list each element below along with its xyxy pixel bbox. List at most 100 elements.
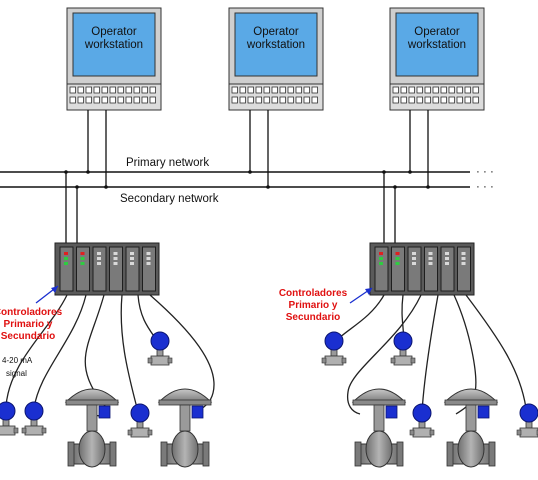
controller-led xyxy=(97,262,101,265)
transmitter-flange xyxy=(341,357,347,364)
controller-led xyxy=(412,262,416,265)
valve-yoke xyxy=(465,404,477,432)
pressure-transmitter xyxy=(21,401,47,436)
keyboard-key xyxy=(125,86,132,94)
keyboard-key xyxy=(448,96,455,104)
controller-card xyxy=(374,246,389,292)
controller-led xyxy=(97,252,101,255)
transmitter-body xyxy=(24,425,44,436)
transmitter-head xyxy=(24,401,44,421)
controller-led xyxy=(461,257,466,260)
keyboard-key xyxy=(448,86,455,94)
signal-label-line2: signal xyxy=(6,369,27,378)
valve-positioner xyxy=(385,405,398,419)
keyboard-key xyxy=(408,96,415,104)
keyboard-key xyxy=(69,86,76,94)
controller-led xyxy=(113,257,118,260)
transmitter-head xyxy=(519,403,538,423)
controller-led xyxy=(146,262,151,265)
keyboard-key xyxy=(85,96,92,104)
transmitter-head xyxy=(150,331,170,351)
keyboard-key xyxy=(117,96,124,104)
controller-led xyxy=(80,262,85,265)
controller-led xyxy=(395,257,400,260)
valve-positioner xyxy=(98,405,111,419)
controller-led xyxy=(64,257,68,260)
controller-led xyxy=(97,257,101,260)
keyboard-key xyxy=(311,86,318,94)
controller-led xyxy=(461,252,466,255)
workstation-screen xyxy=(72,12,156,77)
controller-led xyxy=(445,252,449,255)
transmitter-head xyxy=(412,403,432,423)
controller-led xyxy=(113,262,118,265)
controller-cards xyxy=(59,246,156,292)
keyboard-key xyxy=(440,96,447,104)
controller-cards xyxy=(374,246,471,292)
transmitter-flange xyxy=(516,429,522,436)
keyboard-key xyxy=(231,96,238,104)
keyboard-key xyxy=(133,86,140,94)
keyboard-key xyxy=(271,96,278,104)
valve-body xyxy=(78,430,106,468)
keyboard-key xyxy=(93,86,100,94)
controller-card xyxy=(109,246,123,292)
keyboard-key xyxy=(279,96,286,104)
transmitter-body xyxy=(519,427,538,438)
transmitter-flange xyxy=(429,429,435,436)
transmitter-head xyxy=(0,401,16,421)
keyboard-key xyxy=(456,86,463,94)
control-valve xyxy=(443,388,499,468)
keyboard-key xyxy=(141,96,148,104)
transmitter-head xyxy=(324,331,344,351)
pressure-transmitter xyxy=(321,331,347,366)
keyboard-key xyxy=(255,96,262,104)
controller-card xyxy=(76,246,90,292)
pressure-transmitter xyxy=(0,401,19,436)
keyboard-key xyxy=(255,86,262,94)
valve-yoke xyxy=(373,404,385,432)
keyboard-key xyxy=(408,86,415,94)
valve-actuator-rim xyxy=(352,399,406,406)
signal-label-line1: 4-20 mA xyxy=(2,356,33,365)
valve-flange xyxy=(396,441,404,467)
transmitter-flange xyxy=(41,427,47,434)
keyboard-key xyxy=(287,96,294,104)
primary-network-continuation: · · · xyxy=(476,166,494,178)
keyboard-key xyxy=(303,86,310,94)
transmitter-flange xyxy=(147,357,153,364)
transmitter-body xyxy=(324,355,344,366)
control-valve xyxy=(351,388,407,468)
control-valve xyxy=(157,388,213,468)
valve-body xyxy=(457,430,485,468)
keyboard-key xyxy=(149,86,156,94)
controller-label-right-line2: Primario y xyxy=(289,300,338,311)
keyboard-key xyxy=(311,96,318,104)
keyboard-key xyxy=(392,96,399,104)
controller-led xyxy=(64,262,68,265)
controller-led xyxy=(130,257,134,260)
workstation-label-line2: workstation xyxy=(407,39,466,51)
controller-led xyxy=(445,257,449,260)
valve-yoke xyxy=(86,404,98,432)
operator-workstation: Operator workstation xyxy=(228,7,324,111)
transmitter-body xyxy=(130,427,150,438)
transmitter-body xyxy=(393,355,413,366)
control-valve xyxy=(64,388,120,468)
controller-led xyxy=(146,257,151,260)
valve-actuator-rim xyxy=(65,399,119,406)
controller-led xyxy=(395,262,400,265)
controller-led xyxy=(461,262,466,265)
controller-label-left-line1: Controladores xyxy=(0,307,63,318)
controller-drop-cables xyxy=(65,172,396,246)
keyboard-key xyxy=(295,86,302,94)
transmitter-head xyxy=(130,403,150,423)
keyboard-key xyxy=(303,96,310,104)
controller-led xyxy=(80,252,85,255)
controller-card xyxy=(407,246,422,292)
keyboard-key xyxy=(287,86,294,94)
keyboard-key xyxy=(77,96,84,104)
controller-led xyxy=(379,257,383,260)
keyboard-key xyxy=(109,86,116,94)
keyboard-key xyxy=(472,86,479,94)
